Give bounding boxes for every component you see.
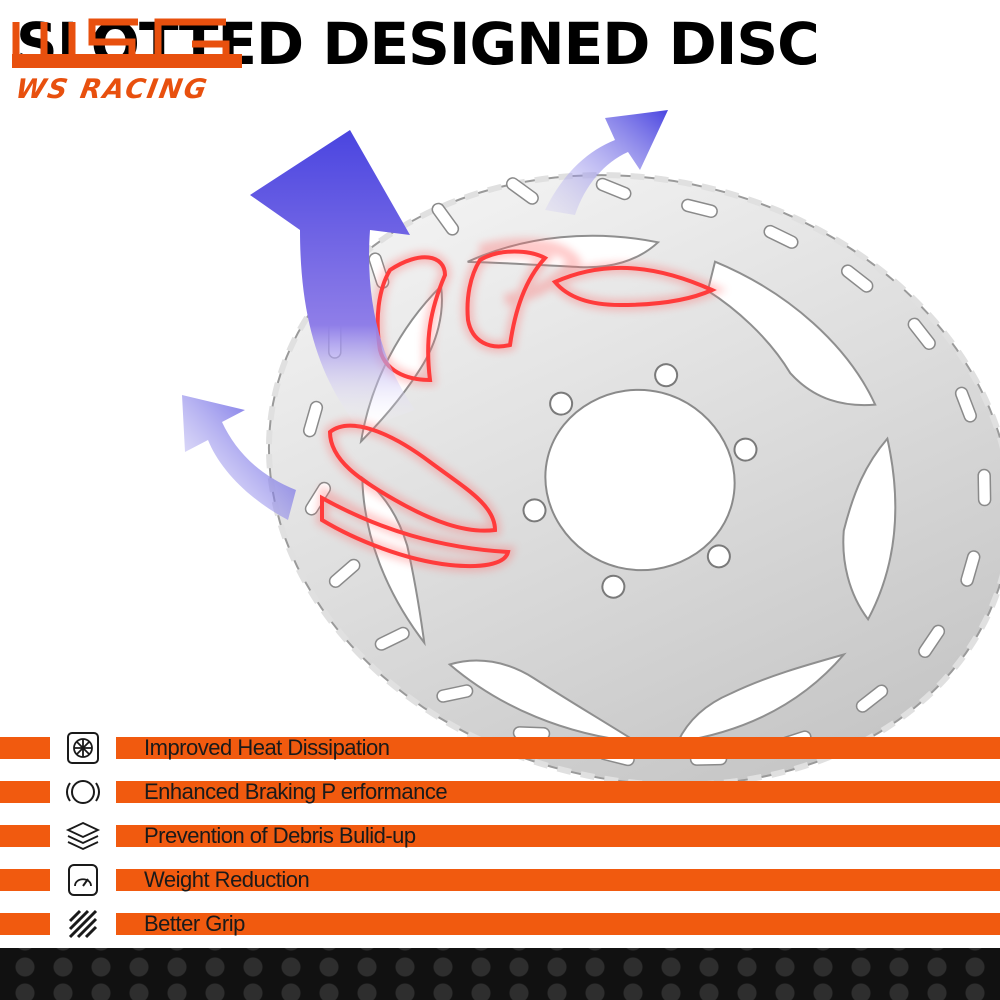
- airflow-arrows: [182, 110, 668, 520]
- feature-bar: [0, 825, 1000, 847]
- feature-row-weight-reduction: Weight Reduction: [0, 860, 1000, 900]
- feature-bar: [0, 781, 1000, 803]
- feature-row-better-grip: Better Grip: [0, 904, 1000, 944]
- wsg-logo-mark-icon: [12, 18, 242, 68]
- gauge-icon: [68, 864, 98, 896]
- layers-icon: [65, 822, 101, 850]
- feature-label: Weight Reduction: [144, 867, 310, 892]
- grip-stripes-icon: [68, 909, 98, 939]
- feature-bar: [0, 913, 1000, 935]
- feature-bar: [0, 737, 1000, 759]
- feature-label: Better Grip: [144, 911, 245, 936]
- feature-bar: [0, 869, 1000, 891]
- heat-glow-outlines: [315, 238, 727, 573]
- feature-label: Prevention of Debris Bulid-up: [144, 823, 416, 848]
- brand-logo: WS RACING: [12, 14, 242, 106]
- brake-disc-icon: [66, 780, 100, 804]
- feature-row-braking-performance: Enhanced Braking P erformance: [0, 772, 1000, 812]
- feature-label: Improved Heat Dissipation: [144, 735, 390, 760]
- feature-label: Enhanced Braking P erformance: [144, 779, 448, 804]
- fan-icon: [67, 732, 99, 764]
- footer-pattern-strip: [0, 948, 1000, 1000]
- feature-row-heat-dissipation: Improved Heat Dissipation: [0, 728, 1000, 768]
- brake-disc: [265, 172, 1000, 788]
- feature-row-debris-prevention: Prevention of Debris Bulid-up: [0, 816, 1000, 856]
